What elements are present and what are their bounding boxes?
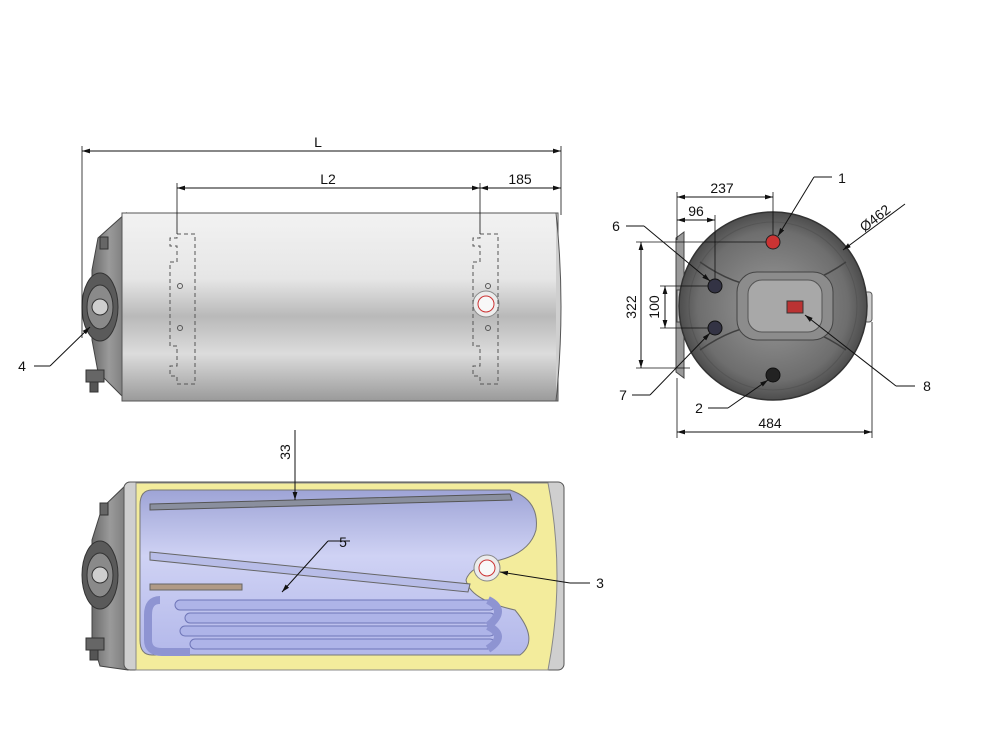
callout-5: 5 xyxy=(281,534,350,593)
dimension-height-100: 100 xyxy=(646,285,708,329)
dimension-height-322: 322 xyxy=(623,241,766,369)
callout-label-1: 1 xyxy=(838,170,846,186)
label-height-322: 322 xyxy=(623,295,639,319)
callout-label-8: 8 xyxy=(923,378,931,394)
dimension-length-l2: L2 xyxy=(176,171,481,234)
coil-inlet xyxy=(707,278,723,294)
label-pipe-237: 237 xyxy=(710,180,734,196)
label-pipe-96: 96 xyxy=(688,203,704,219)
anode-rod xyxy=(149,493,513,511)
callout-1: 1 xyxy=(777,170,846,237)
label-length-l2: L2 xyxy=(320,171,336,187)
callout-label-2: 2 xyxy=(695,400,703,416)
label-end-offset: 185 xyxy=(508,171,532,187)
callout-label-6: 6 xyxy=(612,218,620,234)
callout-4: 4 xyxy=(18,326,91,374)
coil-outlet xyxy=(707,320,723,336)
label-insulation: 33 xyxy=(277,444,293,460)
wall-bracket-right xyxy=(472,233,499,385)
callout-6: 6 xyxy=(612,218,711,282)
heat-exchanger-coil xyxy=(144,596,502,656)
dip-tube xyxy=(149,551,471,593)
callout-3: 3 xyxy=(499,570,604,591)
callout-7: 7 xyxy=(619,332,711,403)
end-view xyxy=(675,211,873,401)
dimension-length: L xyxy=(81,134,562,338)
flange-nut xyxy=(91,298,109,316)
label-length: L xyxy=(314,134,322,150)
dimension-pipe-96: 96 xyxy=(677,203,716,279)
callout-label-7: 7 xyxy=(619,387,627,403)
cutaway-view xyxy=(81,481,565,671)
callout-label-5: 5 xyxy=(339,534,347,550)
callout-2: 2 xyxy=(695,379,769,416)
dimension-diameter: Ø462 xyxy=(842,201,906,251)
thermostat-knob xyxy=(786,300,804,314)
dimension-insulation: 33 xyxy=(277,430,298,500)
dimension-pipe-237: 237 xyxy=(676,180,774,240)
label-height-100: 100 xyxy=(646,295,662,319)
side-view-exterior xyxy=(81,211,562,402)
label-width-484: 484 xyxy=(758,415,782,431)
callout-8: 8 xyxy=(804,314,931,394)
wall-bracket-left xyxy=(169,233,196,385)
callout-label-4: 4 xyxy=(18,358,26,374)
dimension-width-484: 484 xyxy=(676,322,873,438)
heating-element xyxy=(149,583,243,591)
dimension-end-offset: 185 xyxy=(480,171,561,191)
callout-label-3: 3 xyxy=(596,575,604,591)
right-end-cap xyxy=(555,212,562,402)
cold-water-inlet xyxy=(765,367,781,383)
drain-valve xyxy=(85,369,105,383)
hot-water-outlet xyxy=(765,234,781,250)
label-diameter: Ø462 xyxy=(857,201,894,235)
